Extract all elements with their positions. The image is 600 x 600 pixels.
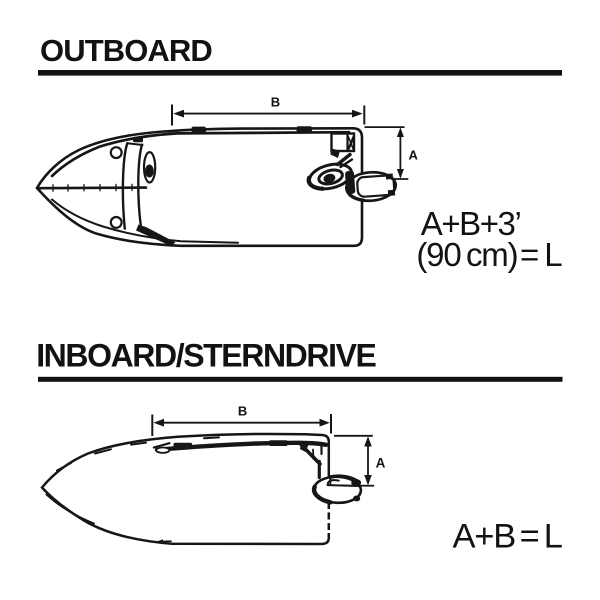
svg-text:A+B+3’: A+B+3’ bbox=[421, 205, 521, 242]
svg-text:A+B=L: A+B=L bbox=[453, 518, 563, 556]
svg-text:B: B bbox=[271, 94, 280, 109]
svg-text:A: A bbox=[376, 456, 386, 471]
svg-text:INBOARD/STERNDRIVE: INBOARD/STERNDRIVE bbox=[36, 338, 376, 374]
svg-text:B: B bbox=[238, 403, 247, 418]
svg-text:A: A bbox=[409, 147, 419, 162]
svg-text:OUTBOARD: OUTBOARD bbox=[40, 33, 212, 68]
